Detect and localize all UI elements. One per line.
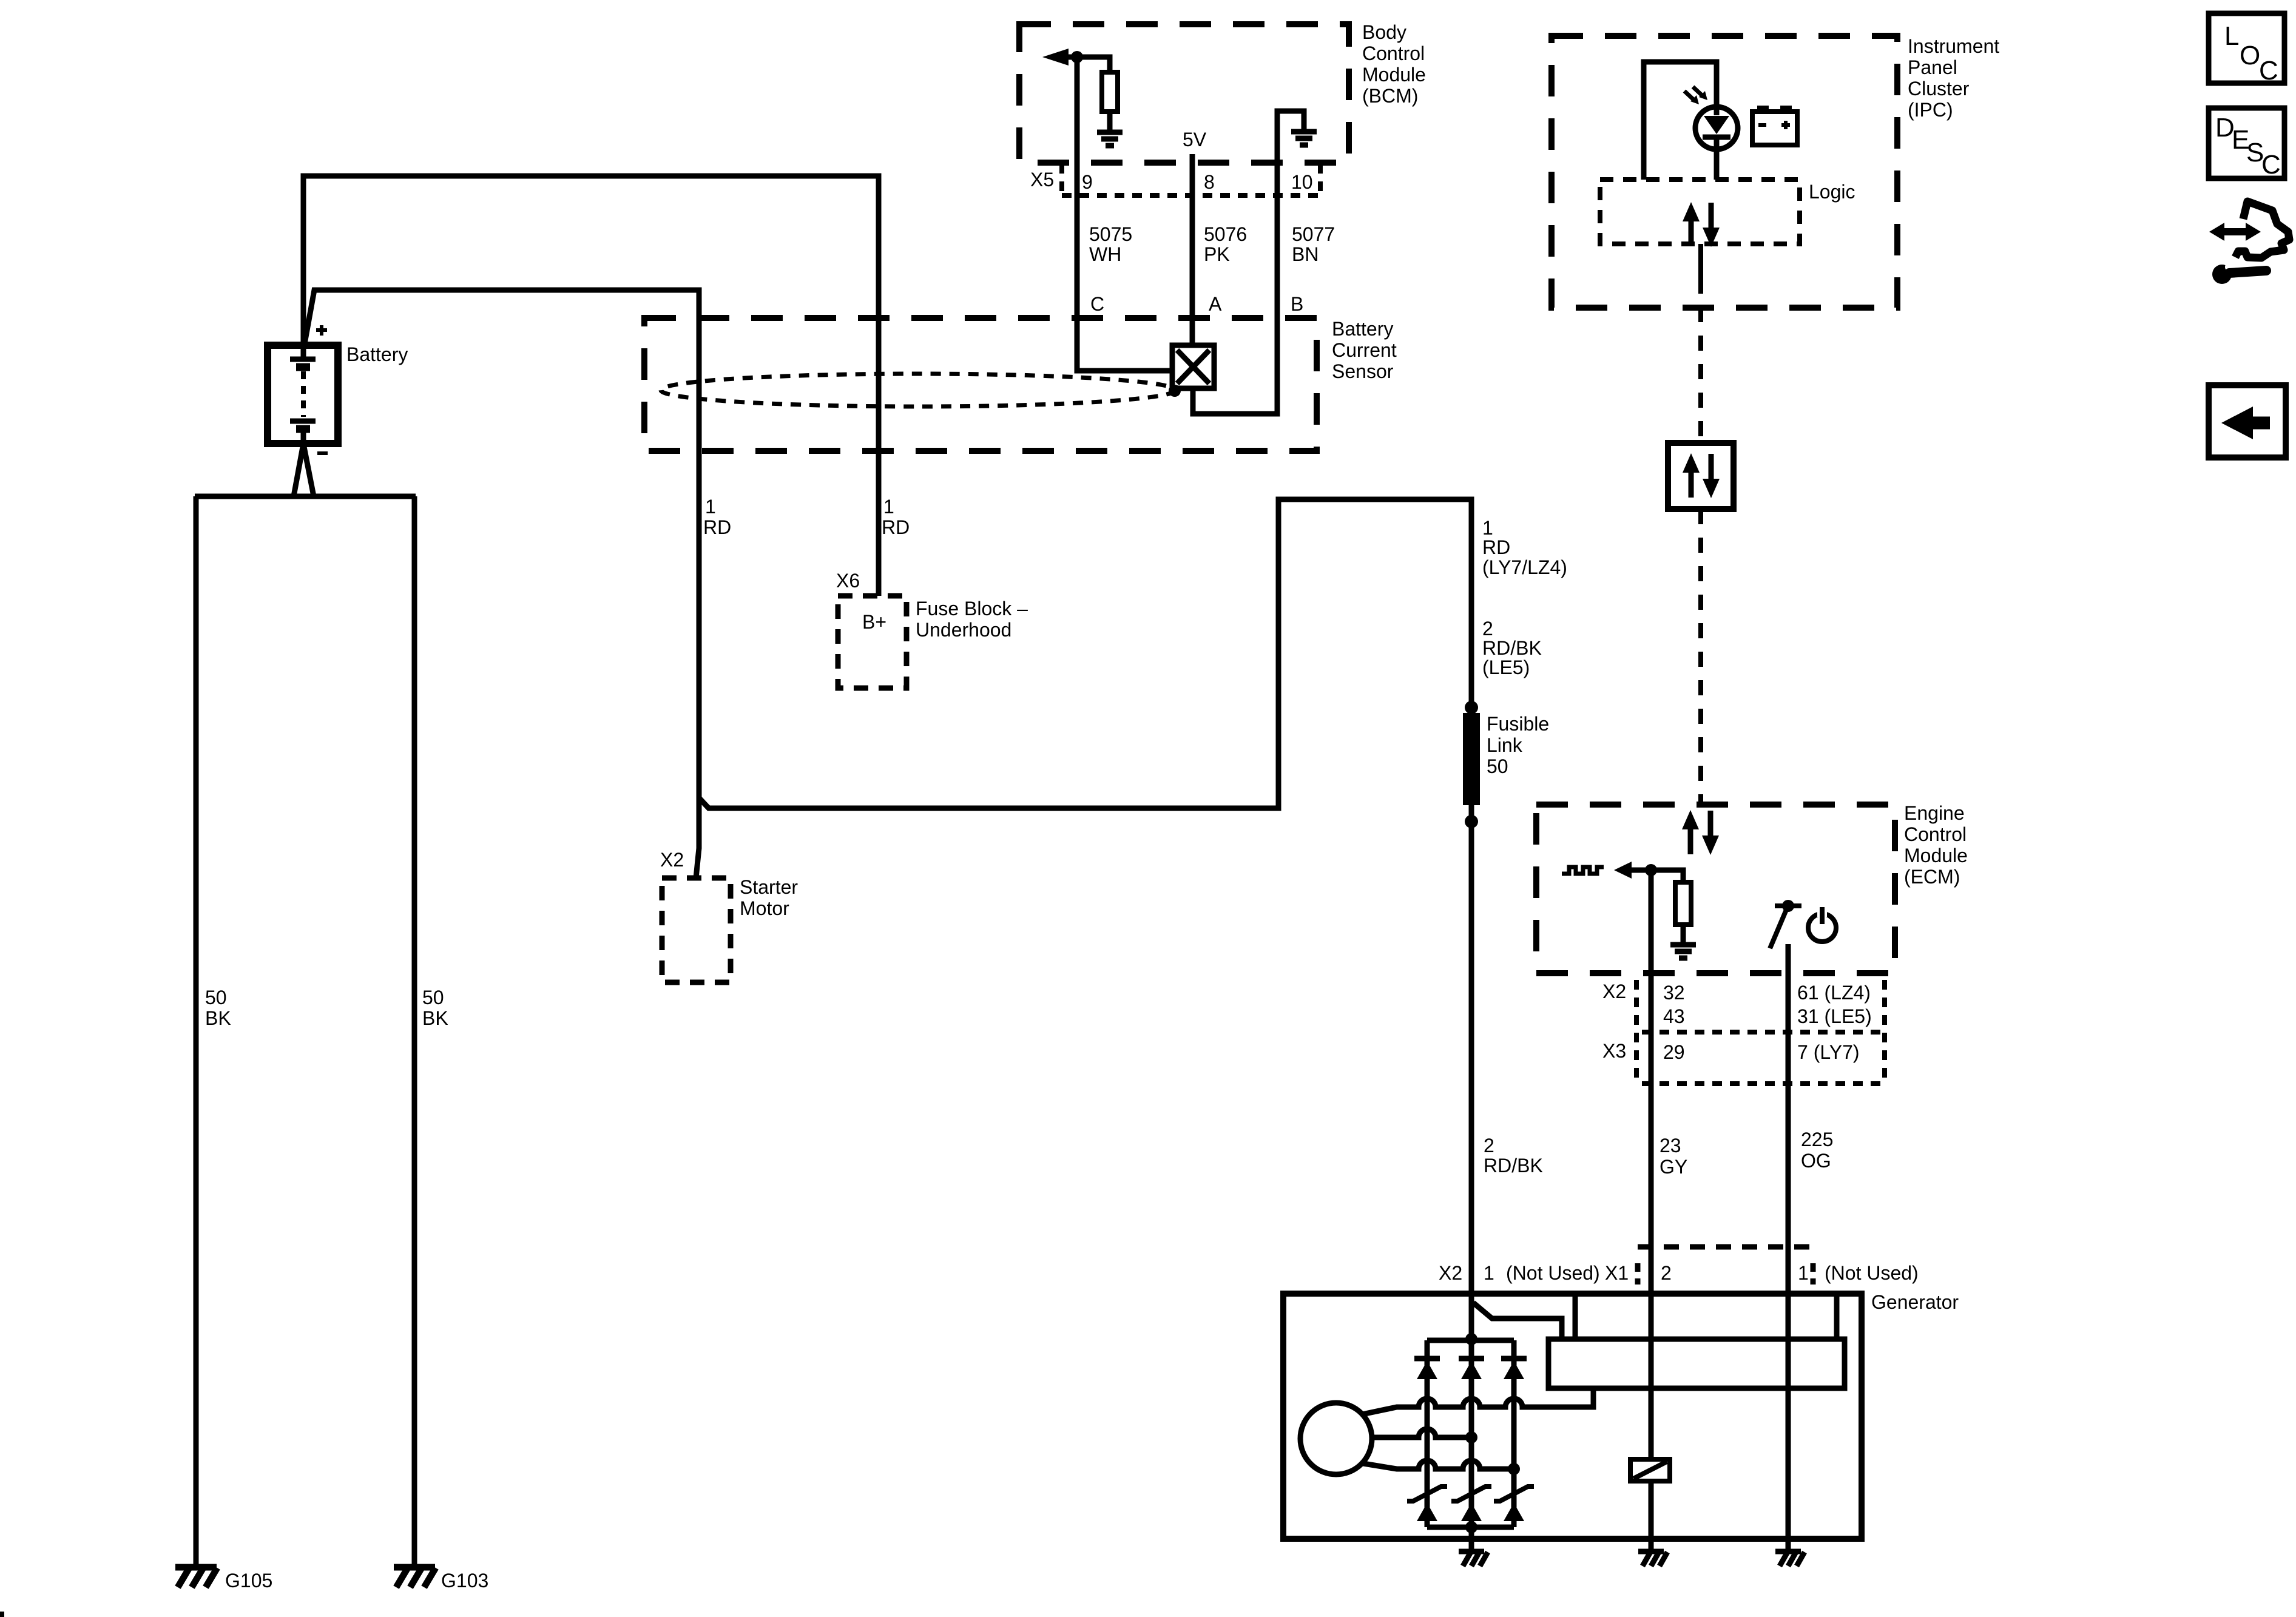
svg-text:Panel: Panel	[1908, 56, 1957, 78]
svg-text:S: S	[2246, 138, 2264, 167]
svg-text:1: 1	[883, 496, 894, 518]
svg-text:9: 9	[1082, 171, 1093, 193]
svg-text:29: 29	[1663, 1041, 1685, 1063]
svg-text:5075: 5075	[1089, 223, 1132, 245]
svg-text:7 (LY7): 7 (LY7)	[1797, 1041, 1860, 1063]
svg-text:Sensor: Sensor	[1332, 360, 1394, 382]
svg-text:2: 2	[1484, 1135, 1494, 1156]
svg-text:RD/BK: RD/BK	[1484, 1155, 1543, 1176]
svg-text:B+: B+	[862, 611, 886, 633]
svg-text:10: 10	[1291, 171, 1313, 193]
svg-text:2: 2	[1482, 618, 1493, 640]
svg-text:2: 2	[1661, 1262, 1672, 1284]
svg-text:OG: OG	[1801, 1150, 1831, 1172]
svg-text:Body: Body	[1362, 21, 1406, 43]
svg-text:(Not Used): (Not Used)	[1506, 1262, 1600, 1284]
svg-text:G105: G105	[225, 1570, 272, 1592]
svg-text:61 (LZ4): 61 (LZ4)	[1797, 982, 1871, 1004]
svg-text:X2: X2	[1439, 1262, 1462, 1284]
svg-text:5076: 5076	[1204, 223, 1247, 245]
svg-text:(Not Used): (Not Used)	[1825, 1262, 1919, 1284]
svg-text:Fusible: Fusible	[1487, 713, 1549, 735]
svg-text:Control: Control	[1904, 823, 1967, 845]
svg-text:X2: X2	[1602, 981, 1626, 1002]
svg-text:D: D	[2215, 113, 2235, 143]
svg-text:Motor: Motor	[740, 897, 789, 919]
svg-text:RD: RD	[1482, 536, 1510, 558]
svg-text:Control: Control	[1362, 42, 1425, 64]
svg-text:X2: X2	[660, 849, 684, 871]
svg-text:RD: RD	[882, 516, 910, 538]
svg-text:E: E	[2232, 125, 2249, 155]
svg-text:225: 225	[1801, 1129, 1833, 1150]
svg-text:X3: X3	[1602, 1040, 1626, 1062]
svg-text:31 (LE5): 31 (LE5)	[1797, 1005, 1872, 1027]
svg-text:Logic: Logic	[1809, 181, 1855, 203]
svg-text:50: 50	[422, 987, 444, 1008]
svg-text:BK: BK	[205, 1007, 231, 1029]
svg-text:(LE5): (LE5)	[1482, 657, 1530, 678]
svg-text:Cluster: Cluster	[1908, 78, 1970, 100]
svg-text:1: 1	[705, 496, 716, 518]
svg-text:1: 1	[1798, 1262, 1809, 1284]
svg-text:Module: Module	[1362, 64, 1426, 86]
svg-text:Fuse Block –: Fuse Block –	[916, 598, 1028, 619]
svg-text:BK: BK	[422, 1007, 448, 1029]
svg-text:50: 50	[205, 987, 227, 1008]
svg-text:50: 50	[1487, 755, 1508, 777]
svg-text:X1: X1	[1605, 1262, 1629, 1284]
svg-text:(BCM): (BCM)	[1362, 85, 1418, 107]
svg-text:1: 1	[1482, 517, 1493, 539]
svg-text:Underhood: Underhood	[916, 619, 1011, 641]
svg-text:Current: Current	[1332, 339, 1397, 361]
svg-text:5077: 5077	[1292, 223, 1335, 245]
svg-text:5V: 5V	[1183, 129, 1207, 150]
svg-text:8: 8	[1204, 171, 1215, 193]
svg-text:X5: X5	[1030, 169, 1054, 191]
svg-text:43: 43	[1663, 1005, 1685, 1027]
svg-text:Engine: Engine	[1904, 802, 1965, 824]
svg-text:RD/BK: RD/BK	[1482, 637, 1542, 659]
svg-text:RD: RD	[703, 516, 731, 538]
svg-text:G103: G103	[441, 1570, 488, 1592]
svg-text:(LY7/LZ4): (LY7/LZ4)	[1482, 556, 1567, 578]
svg-text:23: 23	[1660, 1135, 1681, 1156]
svg-text:(ECM): (ECM)	[1904, 866, 1960, 888]
svg-text:32: 32	[1663, 982, 1685, 1004]
svg-text:BN: BN	[1292, 243, 1319, 265]
svg-text:1: 1	[1484, 1262, 1494, 1284]
svg-text:L: L	[2224, 21, 2239, 51]
svg-text:X6: X6	[836, 570, 860, 592]
svg-text:Starter: Starter	[740, 876, 798, 898]
svg-text:Module: Module	[1904, 845, 1968, 866]
svg-text:GY: GY	[1660, 1156, 1687, 1178]
svg-text:Link: Link	[1487, 734, 1523, 756]
svg-text:A: A	[1209, 293, 1222, 315]
svg-text:PK: PK	[1204, 243, 1230, 265]
svg-text:Battery: Battery	[1332, 318, 1393, 340]
svg-text:(IPC): (IPC)	[1908, 99, 1953, 121]
svg-text:C: C	[2261, 150, 2281, 180]
svg-text:Generator: Generator	[1871, 1291, 1959, 1313]
svg-text:B: B	[1291, 293, 1303, 315]
svg-text:WH: WH	[1089, 243, 1121, 265]
svg-text:O: O	[2240, 41, 2260, 70]
svg-text:C: C	[2259, 56, 2278, 86]
svg-text:Battery: Battery	[346, 343, 408, 365]
svg-text:C: C	[1090, 293, 1104, 315]
svg-text:Instrument: Instrument	[1908, 35, 1999, 57]
